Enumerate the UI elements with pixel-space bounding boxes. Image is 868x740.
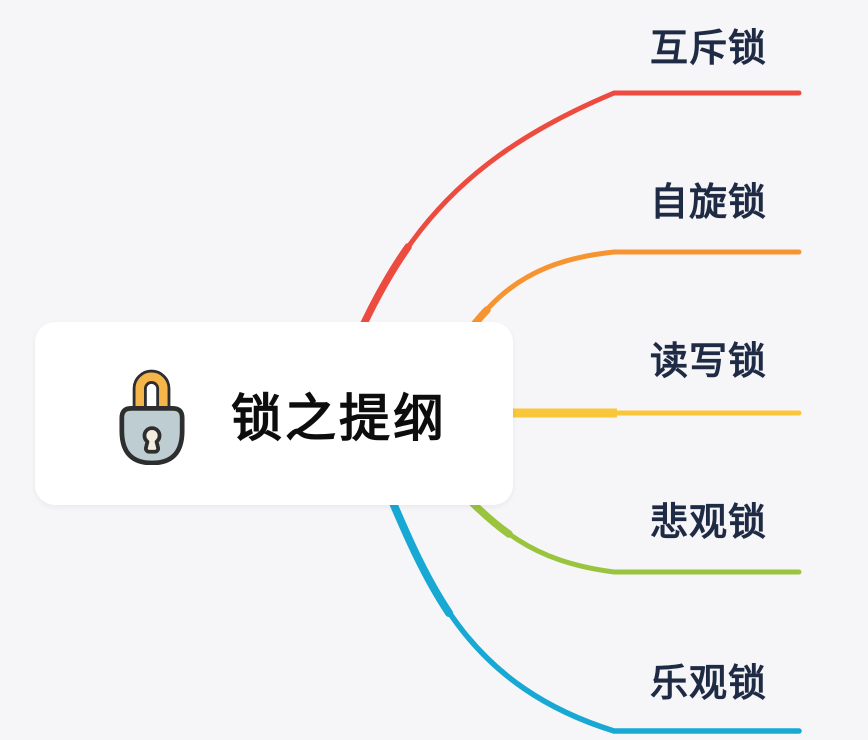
topic-spin-lock[interactable]: 自旋锁: [650, 182, 768, 224]
topic-optimistic-lock[interactable]: 乐观锁: [650, 663, 768, 705]
central-topic[interactable]: 锁之提纲: [35, 322, 513, 505]
central-topic-title: 锁之提纲: [231, 389, 448, 447]
topic-readwrite-lock[interactable]: 读写锁: [650, 341, 768, 383]
lock-shackle: [135, 372, 168, 412]
topic-pessimistic-lock[interactable]: 悲观锁: [650, 502, 768, 544]
topic-mutex-lock[interactable]: 互斥锁: [650, 28, 768, 70]
lock-icon: [119, 369, 185, 465]
lock-keyhole: [142, 425, 162, 454]
